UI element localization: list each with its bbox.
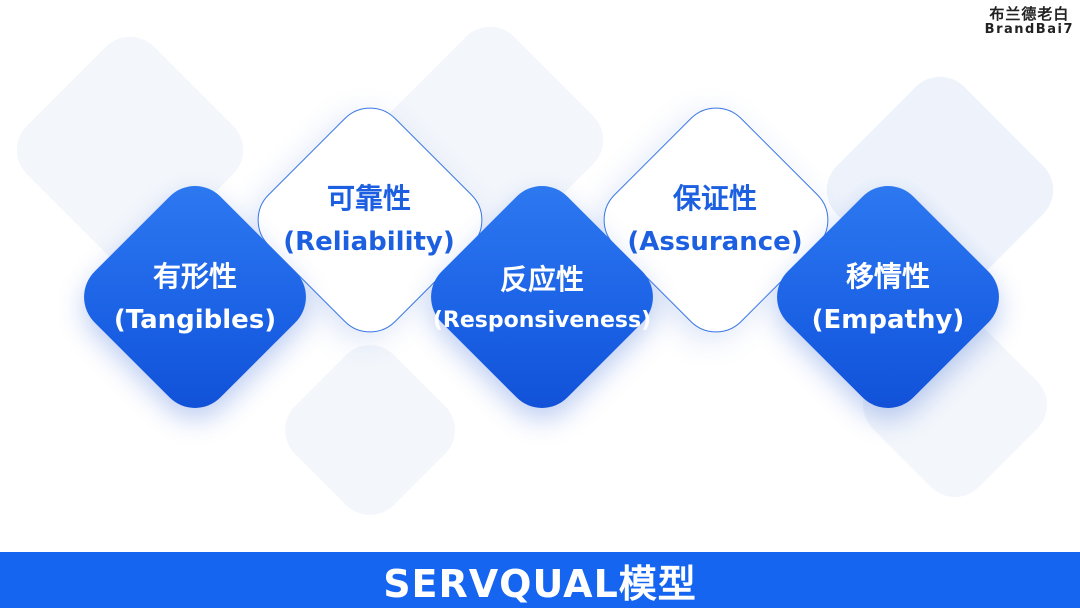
label-reliability: 可靠性 (Reliability) — [239, 182, 499, 257]
label-en: (Empathy) — [811, 305, 965, 335]
label-cn: 保证性 — [672, 182, 757, 215]
brand-logo: 布兰德老白 BrandBai7 — [985, 6, 1074, 37]
brand-name-en: BrandBai7 — [984, 21, 1074, 37]
label-cn: 移情性 — [845, 260, 930, 293]
label-responsiveness: 反应性 (Responsiveness) — [412, 266, 672, 332]
label-en: (Reliability) — [283, 227, 455, 257]
label-assurance: 保证性 (Assurance) — [585, 182, 845, 257]
brand-name-cn: 布兰德老白 — [989, 5, 1070, 23]
label-cn: 反应性 — [499, 263, 584, 296]
label-cn: 有形性 — [152, 260, 237, 293]
label-en: (Assurance) — [627, 227, 803, 257]
label-en: (Tangibles) — [113, 305, 277, 335]
label-en: (Responsiveness) — [432, 308, 652, 333]
footer-title: SERVQUAL模型 — [383, 561, 697, 606]
label-tangibles: 有形性 (Tangibles) — [65, 260, 325, 335]
label-empathy: 移情性 (Empathy) — [758, 260, 1018, 335]
label-cn: 可靠性 — [326, 182, 411, 215]
footer-bar: SERVQUAL模型 — [0, 552, 1080, 608]
background-ghost-shape — [271, 331, 469, 529]
